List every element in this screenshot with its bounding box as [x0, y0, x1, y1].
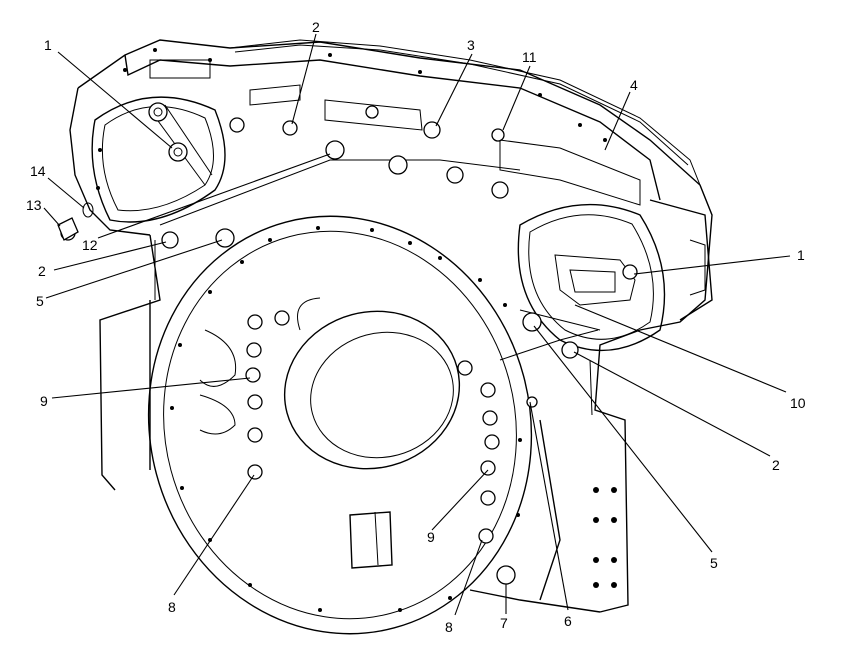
bolt — [247, 427, 263, 443]
bolt — [423, 121, 441, 139]
bolt — [561, 341, 579, 359]
plug-and-seal — [57, 202, 94, 241]
callout-9-center: 9 — [427, 529, 435, 545]
bolts — [60, 102, 638, 585]
bolt — [457, 360, 473, 376]
callout-10: 10 — [790, 395, 806, 411]
callout-5-right: 5 — [710, 555, 718, 571]
bolt — [247, 314, 263, 330]
right-access-opening — [517, 203, 666, 352]
bolt — [148, 102, 168, 122]
bolt — [482, 410, 498, 426]
bolt — [161, 231, 179, 249]
callout-2-right: 2 — [772, 457, 780, 473]
callout-6: 6 — [564, 613, 572, 629]
callout-4: 4 — [630, 77, 638, 93]
callout-3: 3 — [467, 37, 475, 53]
bolt — [484, 434, 500, 450]
callout-5-left: 5 — [36, 293, 44, 309]
bolt — [491, 181, 509, 199]
bolt — [622, 264, 638, 280]
callout-1-top-left: 1 — [44, 37, 52, 53]
bolt — [246, 342, 262, 358]
bolt — [522, 312, 542, 332]
bolt — [325, 140, 345, 160]
leader-lines — [43, 33, 791, 616]
callout-7: 7 — [500, 615, 508, 631]
bolt — [526, 396, 538, 408]
bolt — [282, 120, 298, 136]
callout-2-left: 2 — [38, 263, 46, 279]
bolt — [480, 490, 496, 506]
bolt — [245, 367, 261, 383]
bolt — [274, 310, 290, 326]
bolt — [496, 565, 516, 585]
callout-8-bottom: 8 — [445, 619, 453, 635]
bolt — [247, 464, 263, 480]
flange-holes — [96, 48, 617, 612]
bolt — [168, 142, 188, 162]
flywheel-housing-face — [147, 215, 561, 635]
bolt — [480, 460, 496, 476]
upper-housing — [69, 39, 713, 613]
callout-12: 12 — [82, 237, 98, 253]
callout-8-left: 8 — [168, 599, 176, 615]
bolt — [446, 166, 464, 184]
bolt — [229, 117, 245, 133]
bolt — [388, 155, 408, 175]
callout-labels: 1 2 3 11 4 14 13 12 2 5 1 10 9 2 9 5 8 8… — [26, 19, 806, 635]
callout-9-left: 9 — [40, 393, 48, 409]
callout-13: 13 — [26, 197, 42, 213]
bolt — [247, 394, 263, 410]
callout-1-right: 1 — [797, 247, 805, 263]
callout-14: 14 — [30, 163, 46, 179]
callout-2-top: 2 — [312, 19, 320, 35]
bolt — [365, 105, 379, 119]
bolt — [491, 128, 505, 142]
bolt — [215, 228, 235, 248]
bolt — [478, 528, 494, 544]
callout-11: 11 — [522, 49, 537, 65]
bolt — [480, 382, 496, 398]
